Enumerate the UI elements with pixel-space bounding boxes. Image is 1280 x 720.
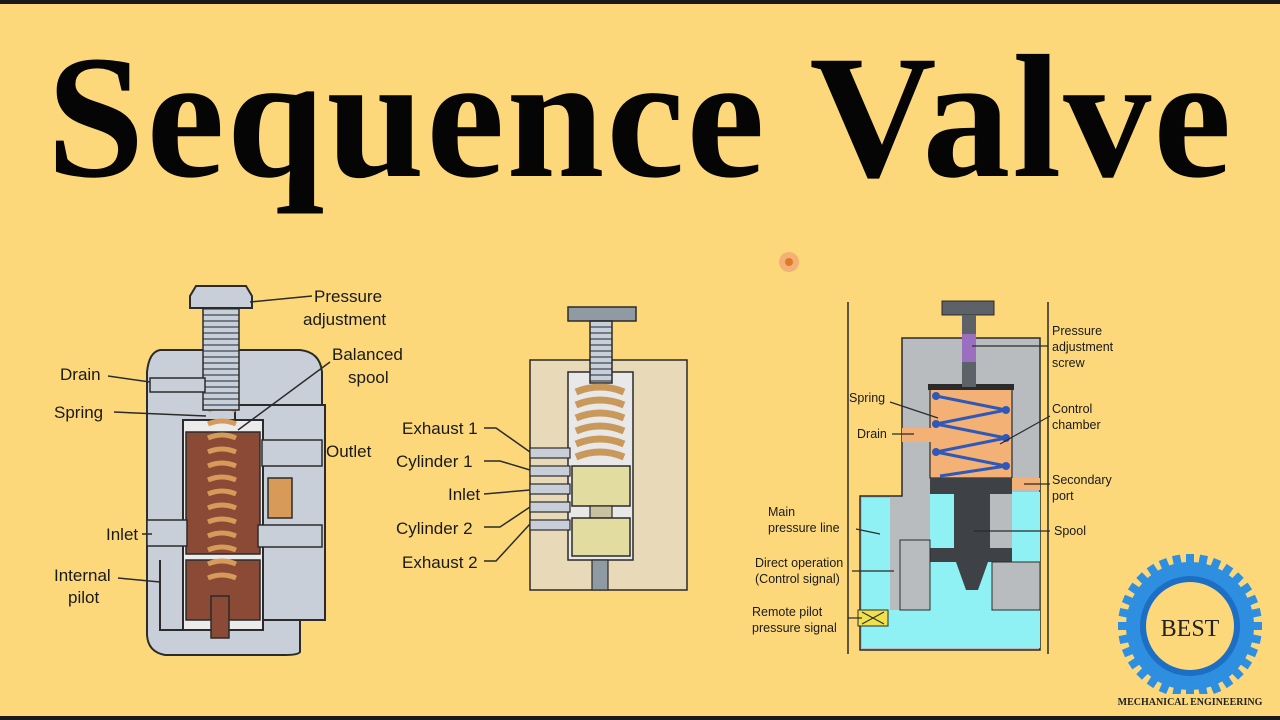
logo-text: BEST <box>1161 616 1220 642</box>
label-spring-3: Spring <box>849 391 885 405</box>
gear-center <box>1146 582 1234 670</box>
label-main-pressure-2: pressure line <box>768 521 840 535</box>
spool-top-3 <box>930 478 1012 494</box>
label-direct-operation-2: (Control signal) <box>755 572 840 586</box>
drain-port-3 <box>902 428 932 442</box>
check-valve <box>267 477 293 519</box>
diagram-1-leaders <box>107 295 331 583</box>
screw-head-3 <box>941 300 995 316</box>
label-main-pressure: Main <box>768 505 795 519</box>
label-cylinder-1: Cylinder 1 <box>396 452 473 471</box>
diagram-3-schematic-sequence-valve: Pressure adjustment screw Spring Drain C… <box>752 300 1114 654</box>
inlet-port <box>146 519 188 547</box>
label-balanced-spool-2: spool <box>348 368 389 387</box>
spool-poppet-3 <box>930 548 1012 590</box>
spool-rod-2 <box>591 559 609 591</box>
label-exhaust-2: Exhaust 2 <box>402 553 478 572</box>
logo-subtitle-bg <box>1108 694 1272 708</box>
spring-coil-2 <box>574 383 626 461</box>
label-inlet-2: Inlet <box>448 485 480 504</box>
label-drain-3: Drain <box>857 427 887 441</box>
label-drain: Drain <box>60 365 101 384</box>
label-direct-operation: Direct operation <box>755 556 843 570</box>
adjustment-screw <box>202 299 240 411</box>
best-logo: BEST MECHANICAL ENGINEERING <box>1108 554 1272 708</box>
label-pressure-screw-3: screw <box>1052 356 1086 370</box>
logo-subtitle: MECHANICAL ENGINEERING <box>1118 697 1263 708</box>
spool-stem <box>210 595 230 639</box>
screw-2 <box>589 320 613 384</box>
ports-2 <box>529 447 571 531</box>
housing-inner-right <box>991 561 1041 611</box>
label-outlet: Outlet <box>326 442 372 461</box>
label-pressure-adjustment-2: adjustment <box>303 310 386 329</box>
page-title: Sequence Valve <box>46 20 1234 215</box>
label-secondary-port: Secondary <box>1052 473 1113 487</box>
screw-thread-3 <box>962 334 976 362</box>
label-pressure-adjustment: Pressure <box>314 287 382 306</box>
label-internal-pilot-2: pilot <box>68 588 99 607</box>
adjustment-nut <box>189 285 253 309</box>
spring-dots <box>932 392 1010 470</box>
spool-neck <box>589 505 613 519</box>
spool-stem-3 <box>954 494 990 548</box>
spool-land-upper <box>571 465 631 507</box>
gear-tooth <box>1186 684 1194 698</box>
spool-land-lower <box>571 517 631 557</box>
drain-passage <box>149 377 206 393</box>
label-internal-pilot: Internal <box>54 566 111 585</box>
label-exhaust-1: Exhaust 1 <box>402 419 478 438</box>
outlet-port <box>261 439 323 467</box>
cursor-marker-dot <box>785 258 793 266</box>
internal-pilot-line <box>159 560 210 631</box>
label-balanced-spool: Balanced <box>332 345 403 364</box>
label-secondary-port-2: port <box>1052 489 1074 503</box>
label-control-chamber: Control <box>1052 402 1092 416</box>
cap-2 <box>567 306 637 322</box>
label-inlet: Inlet <box>106 525 138 544</box>
remote-pilot-cross <box>861 611 885 625</box>
diagram-3-leaders <box>848 345 1051 619</box>
diagram-2-leaders <box>483 427 531 562</box>
label-pressure-screw: Pressure <box>1052 324 1102 338</box>
label-spring: Spring <box>54 403 103 422</box>
housing-inner-left <box>899 539 931 611</box>
label-remote-pilot: Remote pilot <box>752 605 823 619</box>
label-control-chamber-2: chamber <box>1052 418 1101 432</box>
gear-tooth <box>1186 554 1194 568</box>
label-pressure-screw-2: adjustment <box>1052 340 1114 354</box>
diagram-1-balanced-spool-valve: Pressure adjustment Balanced spool Drain… <box>54 285 403 656</box>
label-cylinder-2: Cylinder 2 <box>396 519 473 538</box>
label-remote-pilot-2: pressure signal <box>752 621 837 635</box>
label-spool-3: Spool <box>1054 524 1086 538</box>
diagram-2-spool-sequence-valve: Exhaust 1 Cylinder 1 Inlet Cylinder 2 Ex… <box>396 306 688 591</box>
outlet-lower-port <box>257 524 323 548</box>
